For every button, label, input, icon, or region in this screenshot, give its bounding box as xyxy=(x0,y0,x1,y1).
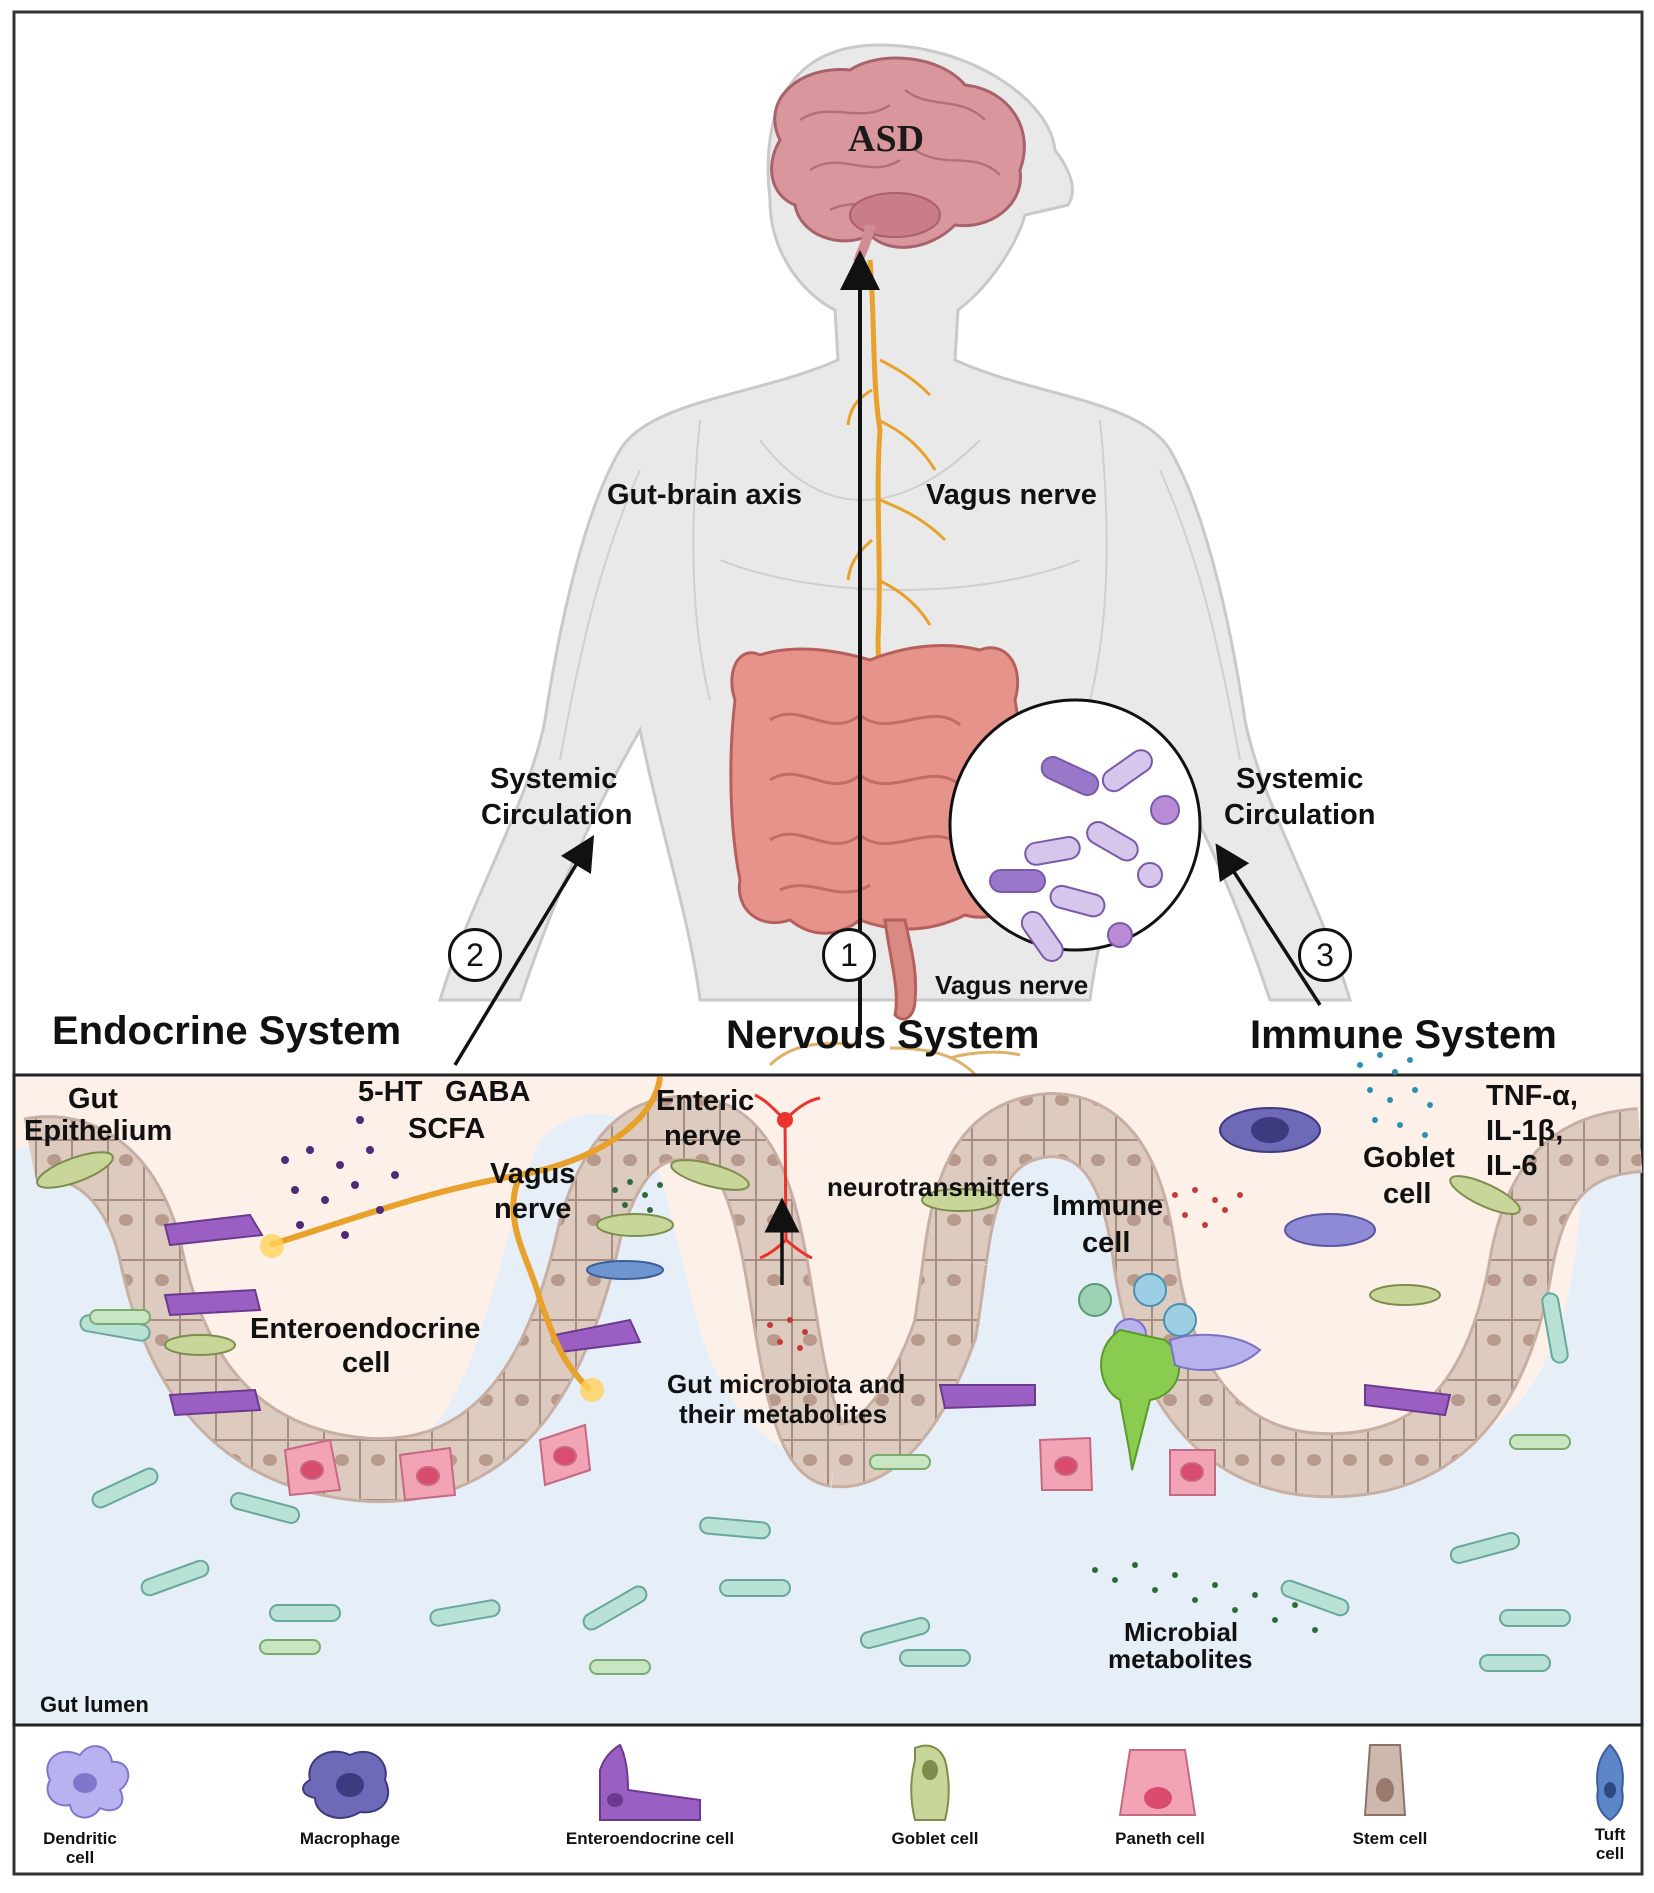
label-endocrine-system: Endocrine System xyxy=(52,1009,402,1053)
lumen-bacteria-green xyxy=(89,1309,1571,1675)
label-goblet-cell-2: cell xyxy=(1383,1178,1432,1210)
label-gaba: GABA xyxy=(445,1076,531,1108)
label-enteroendocrine-2: cell xyxy=(342,1347,391,1379)
tuft-cell-in-gut xyxy=(586,1260,664,1280)
label-vagus-2: nerve xyxy=(494,1193,572,1225)
step-1-badge: 1 xyxy=(822,928,876,982)
enteroendocrine-cell-icon xyxy=(599,1743,701,1821)
step-2-badge: 2 xyxy=(448,928,502,982)
label-vagus-nerve-upper: Vagus nerve xyxy=(926,479,1097,511)
label-neurotransmitters: neurotransmitters xyxy=(827,1172,1050,1202)
outer-frame xyxy=(12,10,1644,1876)
label-microbial-metabolites-2: metabolites xyxy=(1108,1644,1253,1674)
macrophage-cell xyxy=(1219,1107,1321,1153)
goblet-cells xyxy=(36,1151,1521,1356)
label-gut-microbiota-2: their metabolites xyxy=(679,1399,888,1429)
microbiota-magnified-circle xyxy=(948,698,1202,962)
label-gut-brain-axis: Gut-brain axis xyxy=(607,479,802,511)
stem-cell-icon xyxy=(1363,1744,1407,1816)
label-vagus-1: Vagus xyxy=(490,1158,576,1190)
legend-enteroendocrine-cell: Enteroendocrine cell xyxy=(565,1829,735,1848)
brain-label-asd: ASD xyxy=(848,118,925,160)
label-systemic-right-2: Circulation xyxy=(1224,799,1376,831)
brain xyxy=(770,56,1026,264)
macrophage-icon xyxy=(302,1750,390,1819)
intestines xyxy=(729,644,1027,1021)
goblet-cell-icon xyxy=(910,1744,950,1821)
label-enteric-1: Enteric xyxy=(656,1085,755,1117)
legend-stem-cell: Stem cell xyxy=(1352,1829,1428,1848)
immune-arrow xyxy=(1215,843,1322,1006)
endocrine-metabolite-dots xyxy=(281,1116,399,1239)
label-systemic-left-1: Systemic xyxy=(490,763,618,795)
label-vagus-nerve-lower: Vagus nerve xyxy=(935,970,1089,1000)
immune-cluster xyxy=(1078,1273,1262,1471)
microbial-metabolite-dots xyxy=(1092,1562,1318,1633)
neurotransmitter-dots xyxy=(612,1179,663,1213)
label-microbial-metabolites-1: Microbial xyxy=(1124,1617,1239,1647)
label-systemic-left-2: Circulation xyxy=(481,799,633,831)
label-goblet-cell-1: Goblet xyxy=(1363,1142,1455,1174)
tuft-cell-icon xyxy=(1596,1743,1624,1822)
label-gut-epithelium-2: Epithelium xyxy=(24,1115,173,1147)
label-il6: IL-6 xyxy=(1486,1150,1538,1182)
label-enteroendocrine-1: Enteroendocrine xyxy=(250,1313,481,1345)
lower-nerve-branches xyxy=(768,1041,1021,1081)
label-immune-cell-2: cell xyxy=(1082,1227,1131,1259)
enteroendocrine-cells xyxy=(163,1213,1452,1417)
endocrine-arrow xyxy=(453,835,595,1066)
immune-dots xyxy=(1172,1187,1243,1228)
label-nervous-system: Nervous System xyxy=(726,1013,1040,1057)
legend-dendritic-cell: Dendritic cell xyxy=(43,1829,117,1867)
dendritic-cell-icon xyxy=(46,1745,130,1819)
label-enteric-2: nerve xyxy=(664,1120,742,1152)
paneth-cells xyxy=(283,1423,1216,1502)
label-gut-microbiota-1: Gut microbiota and xyxy=(667,1369,906,1399)
microbiota-metabolite-dots xyxy=(767,1317,808,1351)
step-3-badge: 3 xyxy=(1298,928,1352,982)
legend-goblet-cell: Goblet cell xyxy=(891,1829,979,1848)
label-il1-beta: IL-1β, xyxy=(1486,1115,1564,1147)
label-tnf-alpha: TNF-α, xyxy=(1486,1080,1578,1112)
gut-vagus-nerve xyxy=(269,1076,663,1393)
cytokine-dots xyxy=(1357,1052,1433,1138)
label-immune-system: Immune System xyxy=(1250,1013,1557,1057)
dendritic-cell xyxy=(1284,1213,1376,1247)
label-gut-lumen: Gut lumen xyxy=(40,1692,149,1717)
legend-tuft-cell: Tuft cell xyxy=(1594,1825,1626,1863)
legend-paneth-cell: Paneth cell xyxy=(1115,1829,1205,1848)
label-5ht: 5-HT xyxy=(358,1076,423,1108)
label-systemic-right-1: Systemic xyxy=(1236,763,1364,795)
label-scfa: SCFA xyxy=(408,1113,486,1145)
label-gut-epithelium-1: Gut xyxy=(68,1083,118,1115)
paneth-cell-icon xyxy=(1118,1749,1197,1816)
label-immune-cell-1: Immune xyxy=(1052,1190,1164,1222)
legend-macrophage: Macrophage xyxy=(299,1829,401,1848)
